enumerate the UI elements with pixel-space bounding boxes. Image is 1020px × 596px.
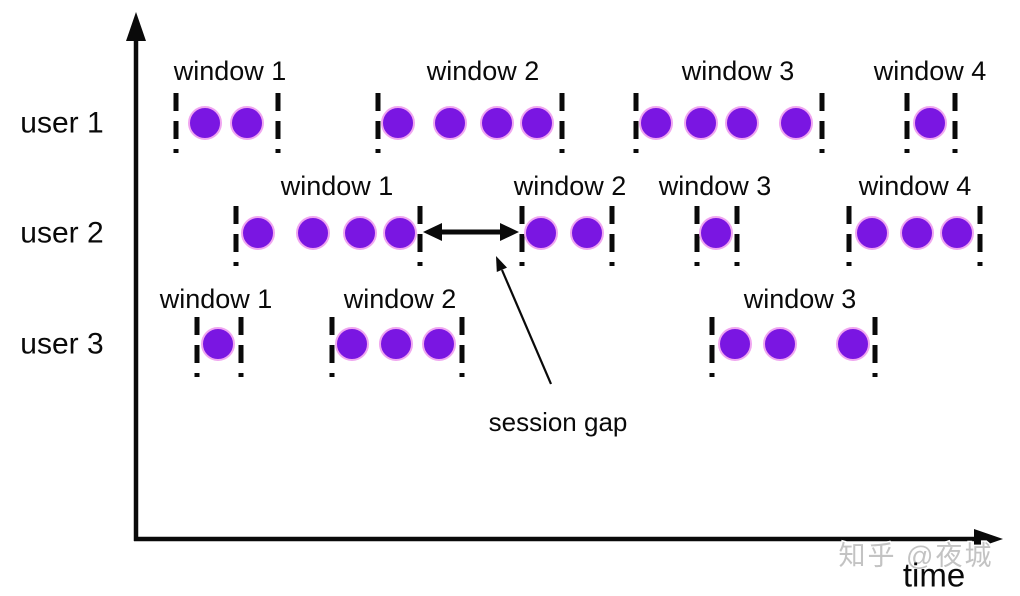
event-dot xyxy=(763,327,797,361)
session-window: window 2 xyxy=(375,56,565,153)
event-dot xyxy=(900,216,934,250)
event-dot xyxy=(699,216,733,250)
window-label: window 2 xyxy=(513,171,627,201)
session-gap-arrow-right-head-icon xyxy=(500,223,519,241)
event-dot xyxy=(779,106,813,140)
window-label: window 1 xyxy=(159,284,273,314)
user-row-1: user 1 window 1 window 2 window 3 window 4 xyxy=(20,56,986,153)
session-gap-arrow-left-head-icon xyxy=(423,223,442,241)
user-row-2: user 2 window 1 window 2 window 3 window 4 xyxy=(20,171,983,266)
session-window: window 4 xyxy=(846,171,983,266)
x-axis-arrowhead-icon xyxy=(974,529,1003,549)
session-window: window 1 xyxy=(159,284,273,377)
window-label: window 3 xyxy=(743,284,857,314)
session-window: window 2 xyxy=(329,284,465,377)
session-gap-double-arrow xyxy=(423,223,519,241)
session-window: window 1 xyxy=(173,56,287,153)
window-label: window 4 xyxy=(858,171,972,201)
event-dot xyxy=(230,106,264,140)
user-label: user 2 xyxy=(20,217,103,250)
event-dot xyxy=(524,216,558,250)
event-dot xyxy=(241,216,275,250)
event-dot xyxy=(201,327,235,361)
window-label: window 2 xyxy=(426,56,540,86)
session-window: window 3 xyxy=(658,171,772,266)
user-label: user 3 xyxy=(20,328,103,361)
event-dot xyxy=(684,106,718,140)
event-dot xyxy=(381,106,415,140)
session-gap-label: session gap xyxy=(489,407,628,437)
window-label: window 2 xyxy=(343,284,457,314)
event-dot xyxy=(422,327,456,361)
event-dot xyxy=(335,327,369,361)
window-label: window 4 xyxy=(873,56,987,86)
event-dot xyxy=(570,216,604,250)
event-dot xyxy=(383,216,417,250)
event-dot xyxy=(480,106,514,140)
event-dot xyxy=(855,216,889,250)
window-label: window 3 xyxy=(658,171,772,201)
event-dot xyxy=(296,216,330,250)
session-window: window 4 xyxy=(873,56,987,153)
event-dot xyxy=(913,106,947,140)
session-gap-pointer-arrow xyxy=(496,256,553,385)
event-dot xyxy=(520,106,554,140)
event-dot xyxy=(379,327,413,361)
x-axis-label: time xyxy=(903,557,965,594)
event-dot xyxy=(343,216,377,250)
session-window: window 3 xyxy=(709,284,878,377)
event-dot xyxy=(836,327,870,361)
window-label: window 1 xyxy=(173,56,287,86)
pointer-arrow-line xyxy=(500,269,553,385)
user-row-3: user 3 window 1 window 2 window 3 xyxy=(20,284,878,377)
session-window: window 2 xyxy=(513,171,627,266)
event-dot xyxy=(940,216,974,250)
session-window: window 3 xyxy=(633,56,825,153)
session-window: window 1 xyxy=(233,171,423,266)
event-dot xyxy=(188,106,222,140)
event-dot xyxy=(725,106,759,140)
pointer-arrowhead-icon xyxy=(496,256,507,272)
window-label: window 1 xyxy=(280,171,394,201)
user-label: user 1 xyxy=(20,107,103,140)
window-label: window 3 xyxy=(681,56,795,86)
watermark: 知乎 @夜城 xyxy=(839,541,994,571)
y-axis-arrowhead-icon xyxy=(126,12,146,41)
event-dot xyxy=(639,106,673,140)
event-dot xyxy=(718,327,752,361)
event-dot xyxy=(433,106,467,140)
